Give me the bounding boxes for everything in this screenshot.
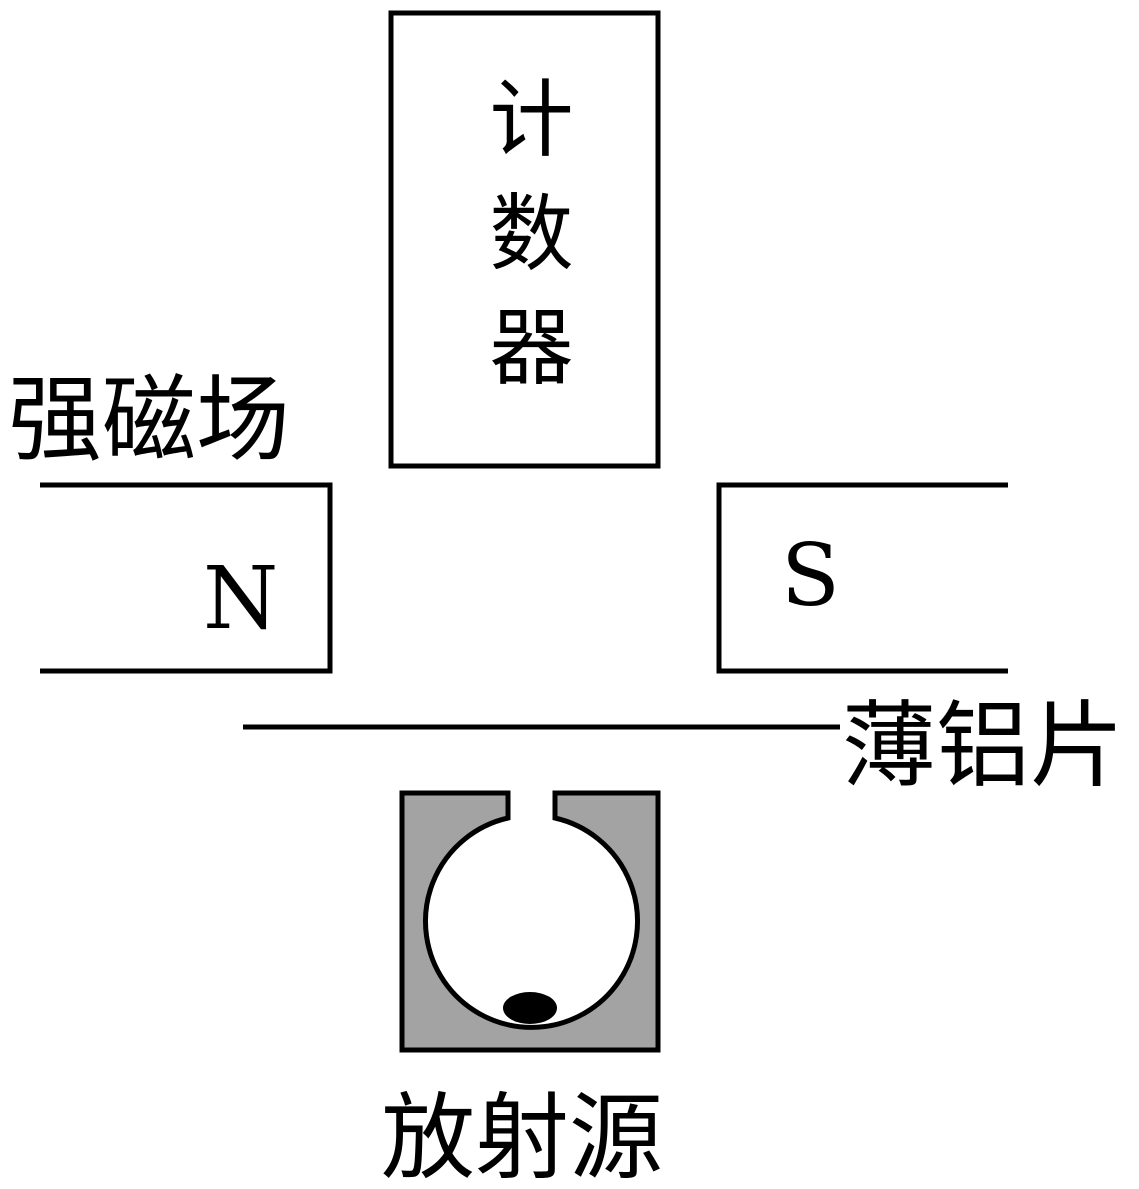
south-pole-label: S xyxy=(781,526,840,626)
south-magnet: S xyxy=(716,482,1008,674)
radiation-source xyxy=(399,790,661,1053)
north-magnet-outline xyxy=(40,482,333,674)
north-magnet: N xyxy=(40,482,333,674)
counter-label: 计数器 xyxy=(476,75,574,417)
south-magnet-outline xyxy=(716,482,1008,674)
source-housing xyxy=(399,790,661,1053)
north-pole-label: N xyxy=(203,549,278,649)
counter: 计数器 xyxy=(388,10,661,469)
aluminum-foil-label: 薄铝片 xyxy=(842,692,1124,801)
source-label: 放射源 xyxy=(381,1084,663,1189)
radioactive-sample xyxy=(503,992,557,1024)
counter-box xyxy=(388,10,661,469)
magnetic-field-label: 强磁场 xyxy=(8,366,290,475)
